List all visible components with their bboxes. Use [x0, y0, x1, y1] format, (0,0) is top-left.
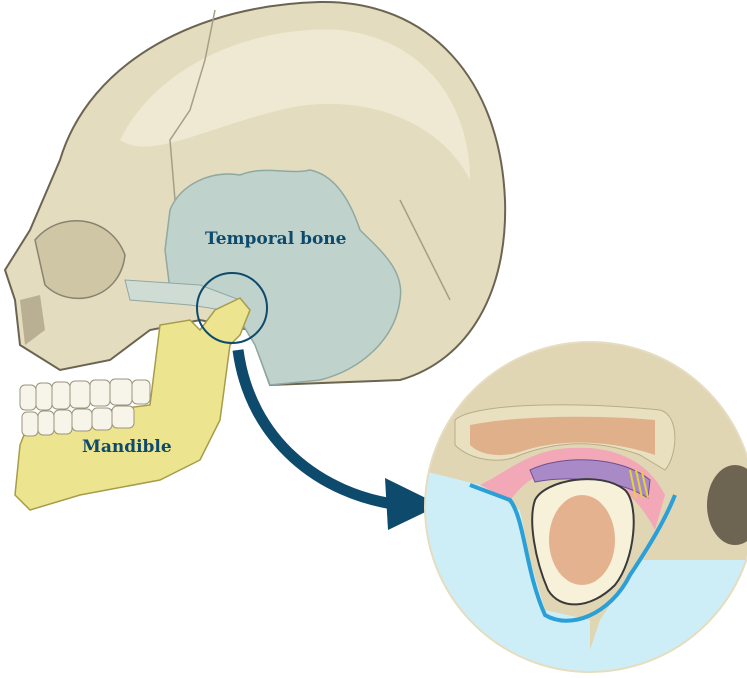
nasal-cavity: [20, 295, 45, 345]
ear-canal: [707, 465, 747, 545]
tmj-highlight-circle: [196, 272, 268, 344]
inset-border: [424, 341, 747, 673]
suture: [169, 9, 216, 201]
upper-teeth: [19, 378, 151, 411]
arrow-head: [385, 478, 440, 530]
temporal-bone: [164, 169, 402, 386]
zoom-arrow: [232, 349, 401, 511]
joint-inset: [425, 342, 747, 672]
capsule: [469, 483, 677, 623]
cranium-highlight: [120, 29, 470, 180]
condyle-marrow: [549, 495, 615, 585]
label-mandible: Mandible: [82, 437, 172, 457]
lower-teeth: [21, 405, 135, 437]
mandible: [14, 297, 251, 511]
label-temporal-bone: Temporal bone: [205, 229, 347, 249]
temporal-marrow: [470, 416, 655, 456]
eye-socket: [34, 219, 126, 300]
suture-2: [399, 199, 451, 301]
ligament: [629, 469, 649, 499]
